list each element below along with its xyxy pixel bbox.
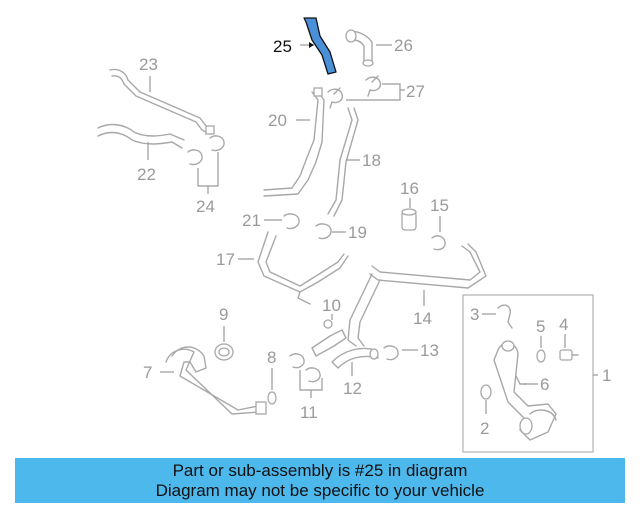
label-17[interactable]: 17 xyxy=(216,250,235,269)
part-6-clip[interactable] xyxy=(515,375,527,385)
part-11-clamps[interactable] xyxy=(289,353,321,383)
label-23[interactable]: 23 xyxy=(139,55,158,74)
part-7-pipe[interactable] xyxy=(165,346,267,415)
part-4-sensor[interactable] xyxy=(559,349,579,361)
label-11[interactable]: 11 xyxy=(300,403,318,422)
part-19-clamp[interactable] xyxy=(315,223,332,240)
label-3[interactable]: 3 xyxy=(470,305,479,324)
label-4[interactable]: 4 xyxy=(559,315,568,334)
part-16-fitting[interactable] xyxy=(401,208,417,231)
label-13[interactable]: 13 xyxy=(420,341,439,360)
arrow-25 xyxy=(309,42,314,48)
part-22-hose[interactable] xyxy=(97,123,185,149)
label-21[interactable]: 21 xyxy=(242,211,261,230)
part-18-pipe[interactable] xyxy=(327,107,359,217)
part-17-pipe[interactable] xyxy=(257,231,349,305)
parts-diagram: 25 26 27 23 22 24 20 xyxy=(97,17,611,453)
part-2-oring[interactable] xyxy=(480,384,492,400)
label-2[interactable]: 2 xyxy=(480,419,489,438)
label-26[interactable]: 26 xyxy=(394,36,413,55)
label-18[interactable]: 18 xyxy=(362,151,381,170)
label-1[interactable]: 1 xyxy=(602,366,611,385)
part-21-clamp[interactable] xyxy=(283,213,300,230)
label-7[interactable]: 7 xyxy=(143,363,152,382)
label-10[interactable]: 10 xyxy=(322,296,341,315)
part-24-clamps[interactable] xyxy=(187,135,225,166)
part-13-clamp[interactable] xyxy=(383,345,399,361)
part-15-clamp[interactable] xyxy=(431,235,446,251)
label-16[interactable]: 16 xyxy=(400,179,419,198)
label-19[interactable]: 19 xyxy=(348,223,367,242)
part-27-clamps[interactable] xyxy=(327,75,382,109)
label-9[interactable]: 9 xyxy=(219,305,228,324)
label-25[interactable]: 25 xyxy=(273,37,292,56)
part-26-elbow[interactable] xyxy=(345,29,374,67)
part-10-hose[interactable] xyxy=(311,319,347,357)
part-20-pipe[interactable] xyxy=(263,87,325,197)
part-3-bracket[interactable] xyxy=(497,304,513,329)
banner-line-1: Part or sub-assembly is #25 in diagram xyxy=(172,460,468,480)
part-23-pipe[interactable] xyxy=(109,68,215,135)
part-9-ring[interactable] xyxy=(214,343,234,361)
label-8[interactable]: 8 xyxy=(267,348,276,367)
info-banner: Part or sub-assembly is #25 in diagram D… xyxy=(15,458,625,503)
label-24[interactable]: 24 xyxy=(196,197,215,216)
label-12[interactable]: 12 xyxy=(343,379,362,398)
label-14[interactable]: 14 xyxy=(413,309,432,328)
part-12-hose[interactable] xyxy=(331,347,379,369)
label-20[interactable]: 20 xyxy=(268,111,287,130)
banner-line-2: Diagram may not be specific to your vehi… xyxy=(155,480,485,500)
part-14-pipe[interactable] xyxy=(347,243,487,347)
label-22[interactable]: 22 xyxy=(137,165,156,184)
part-8-seal[interactable] xyxy=(267,391,277,405)
label-27[interactable]: 27 xyxy=(406,82,425,101)
part-1-assembly[interactable] xyxy=(462,294,594,453)
part-5-oring[interactable] xyxy=(536,349,546,363)
label-15[interactable]: 15 xyxy=(430,196,449,215)
part-25-hose[interactable] xyxy=(303,17,337,75)
label-6[interactable]: 6 xyxy=(540,375,549,394)
label-5[interactable]: 5 xyxy=(536,317,545,336)
